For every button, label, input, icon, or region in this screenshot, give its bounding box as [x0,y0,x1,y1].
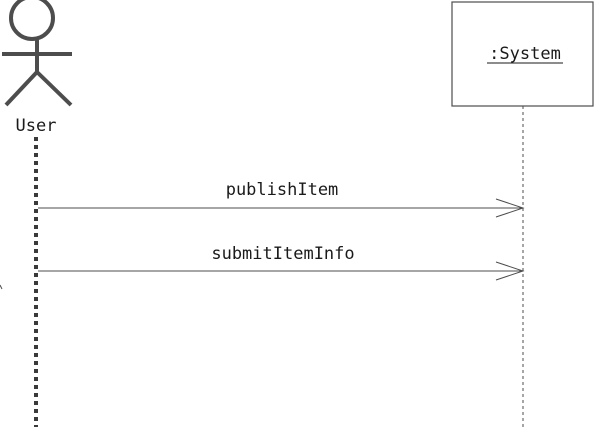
system-object-box [451,1,594,107]
actor-user-figure [2,0,73,107]
edge-tick-mark [0,284,3,290]
actor-head [9,0,55,41]
system-object-label: :System [489,44,561,64]
message-label-submit-item-info: submitItemInfo [211,244,354,264]
message-label-publish-item: publishItem [226,180,339,200]
arrowhead-publish-item [495,198,525,218]
actor-right-leg [35,70,73,107]
actor-label: User [16,116,57,136]
arrowhead-submit-item-info [495,261,525,281]
actor-left-leg [4,70,39,107]
